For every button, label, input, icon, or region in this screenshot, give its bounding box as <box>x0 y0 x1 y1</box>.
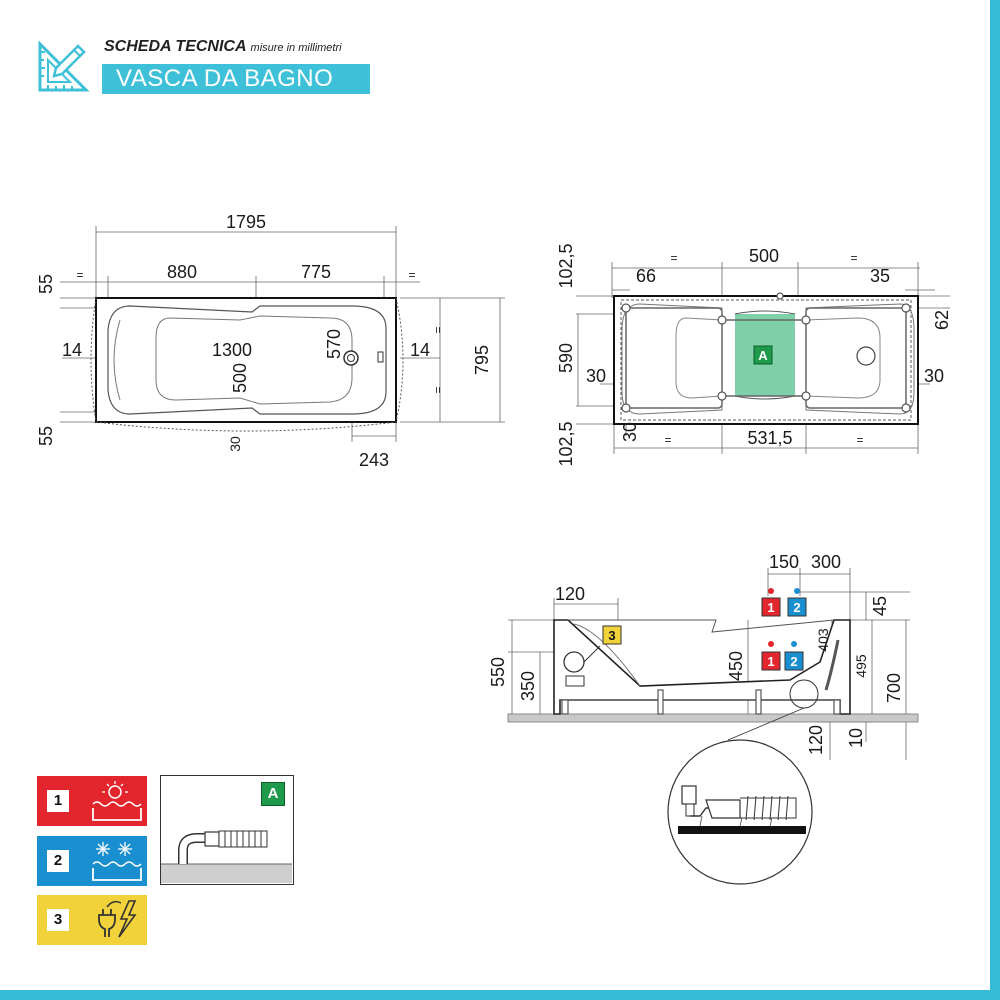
dim-inner-width: 570 <box>324 329 344 359</box>
dim-frame-top-offset: 102,5 <box>556 243 576 288</box>
dim-frame-right-inset: 35 <box>870 266 890 286</box>
legend-num-2: 2 <box>47 850 69 872</box>
dim-frame-left-inset: 66 <box>636 266 656 286</box>
frame-equal-right: = <box>850 251 857 265</box>
plug-lightning-icon <box>98 900 137 938</box>
dim-frame-center: 500 <box>749 246 779 266</box>
legend-cold-water: 2 <box>37 836 147 886</box>
equal-mark-right: = <box>408 268 415 282</box>
dim-drain-offset: 243 <box>359 450 389 470</box>
dim-side-right-total: 700 <box>884 673 904 703</box>
dim-frame-right-top: 62 <box>932 310 952 330</box>
dim-frame-left-side: 30 <box>586 366 606 386</box>
equal-mark-lower: = <box>431 386 445 393</box>
legend-electric: 3 <box>37 895 147 945</box>
top-view: 1795 880 775 1300 570 500 14 14 795 55 5… <box>36 212 505 470</box>
drain-detail <box>667 739 813 885</box>
marker-1-top-label: 1 <box>767 600 774 615</box>
sheet-subtitle: misure in millimetri <box>250 42 342 54</box>
legend-num-3: 3 <box>47 909 69 931</box>
zone-a-label: A <box>758 348 768 363</box>
dim-bottom-offset: 30 <box>227 436 243 452</box>
dim-frame-right-side: 30 <box>924 366 944 386</box>
frame-equal-bottom-right: = <box>856 433 863 447</box>
marker-2-low-label: 2 <box>790 654 797 669</box>
dim-side-panel-height: 450 <box>726 651 746 681</box>
dim-side-top-b: 300 <box>811 552 841 572</box>
dim-frame-bottom-offset: 102,5 <box>556 421 576 466</box>
dim-edge-top: 55 <box>36 274 56 294</box>
frame-equal-bottom-left: = <box>664 433 671 447</box>
dim-inner-length: 1300 <box>212 340 252 360</box>
marker-3-label: 3 <box>608 628 615 643</box>
dim-frame-bottom-left: 30 <box>620 422 640 442</box>
panel-a-badge: A <box>261 782 285 806</box>
frame-view: A 500 66 35 102,5 102,5 590 62 30 30 30 … <box>556 243 952 466</box>
dim-total-length: 1795 <box>226 212 266 232</box>
dim-edge-bottom: 55 <box>36 426 56 446</box>
legend-num-1: 1 <box>47 790 69 812</box>
frame-border-bottom <box>0 990 1000 1000</box>
marker-2-top-label: 2 <box>793 600 800 615</box>
dim-side-floor-gap: 120 <box>806 725 826 755</box>
sheet-title-text: SCHEDA TECNICA <box>104 38 247 55</box>
dim-center-width: 500 <box>230 363 250 393</box>
frame-border-right <box>990 0 1000 1000</box>
dim-side-top-a: 150 <box>769 552 799 572</box>
equal-mark-upper: = <box>431 326 445 333</box>
product-banner: VASCA DA BAGNO <box>102 64 370 94</box>
dim-side-left: 14 <box>62 340 82 360</box>
dim-frame-bottom-center: 531,5 <box>747 428 792 448</box>
marker-1-low-label: 1 <box>767 654 774 669</box>
frame-equal-left: = <box>670 251 677 265</box>
ruler-triangle-icon <box>34 38 94 96</box>
drain-pipe-icon <box>161 830 292 883</box>
dim-side-total-height: 550 <box>488 657 508 687</box>
dim-frame-inner-height: 590 <box>556 343 576 373</box>
dim-right-part: 775 <box>301 262 331 282</box>
dim-side-pipe-height: 403 <box>815 628 831 652</box>
dim-side-right-top: 45 <box>870 596 890 616</box>
dim-side-floor-thickness: 10 <box>846 728 866 748</box>
panel-a: A <box>160 775 294 885</box>
dim-left-part: 880 <box>167 262 197 282</box>
snowflake-water-icon <box>92 842 142 881</box>
dim-total-width: 795 <box>472 345 492 375</box>
dim-side-left-top: 120 <box>555 584 585 604</box>
dim-side-inner-height: 350 <box>518 671 538 701</box>
dim-side-right-mid: 495 <box>853 654 869 678</box>
sun-water-icon <box>92 781 142 821</box>
legend-hot-water: 1 <box>37 776 147 826</box>
equal-mark-left: = <box>76 268 83 282</box>
dim-side-right: 14 <box>410 340 430 360</box>
side-view: 3 1 2 1 2 120 150 300 550 350 450 403 45… <box>488 552 919 760</box>
